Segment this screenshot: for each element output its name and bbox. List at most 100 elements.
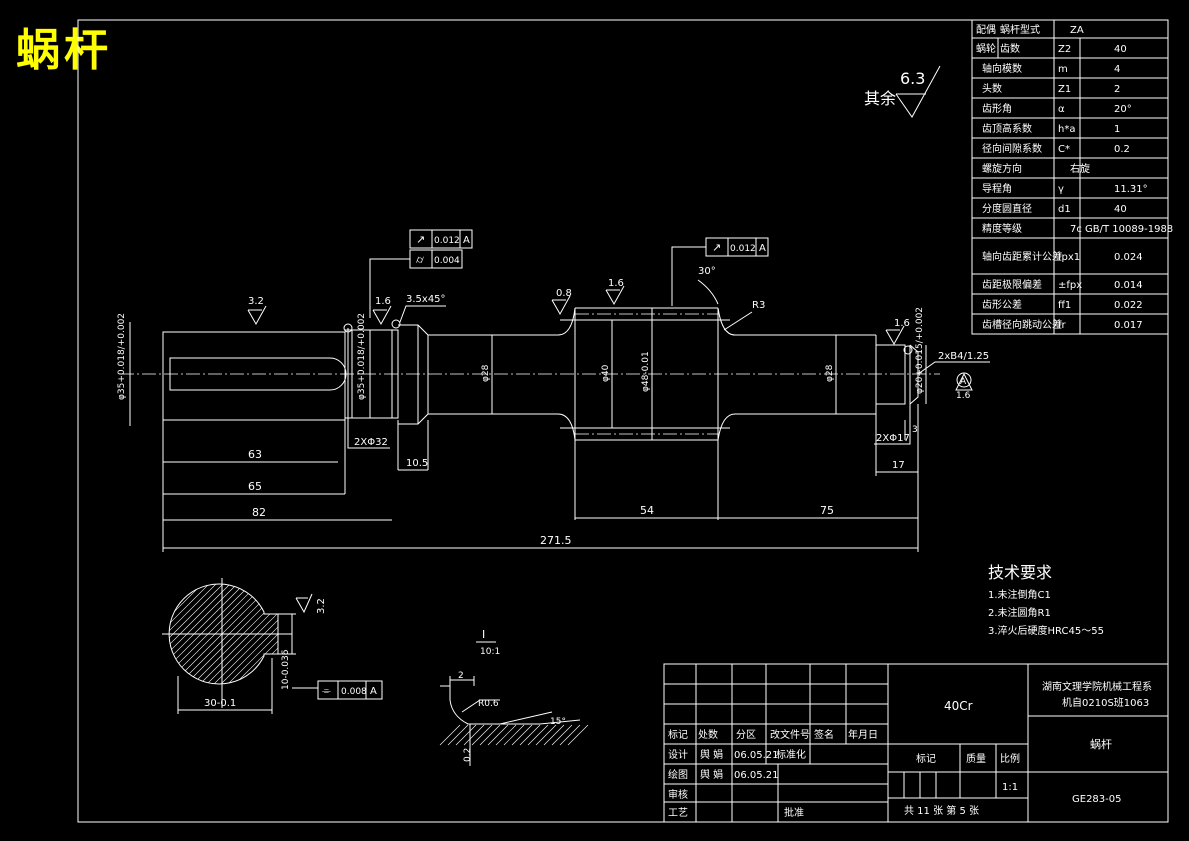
- ptable-cell-value: 0.022: [1114, 300, 1143, 311]
- svg-text:A: A: [960, 377, 967, 387]
- svg-text:2: 2: [458, 671, 464, 681]
- ptable-cell-label: 蜗杆型式: [1000, 23, 1040, 36]
- svg-text:审核: 审核: [668, 788, 688, 801]
- svg-text:A: A: [370, 686, 377, 697]
- svg-text:I: I: [482, 628, 485, 641]
- svg-text:设计: 设计: [668, 748, 688, 761]
- ptable-cell-symbol: d1: [1058, 204, 1071, 215]
- svg-text:1.6: 1.6: [608, 278, 624, 289]
- tolerance-frame-2: ⌭ 0.004: [369, 249, 463, 318]
- svg-text:1.6: 1.6: [894, 318, 910, 329]
- dimensions: φ35+0.018/+0.002 φ35+0.018/+0.002 φ28 φ4…: [117, 266, 990, 552]
- ptable-cell-label: 分度圆直径: [982, 202, 1032, 215]
- svg-text:2xB4/1.25: 2xB4/1.25: [938, 351, 989, 362]
- ptable-cell-a: 蜗轮: [976, 42, 996, 55]
- svg-text:30°: 30°: [698, 266, 716, 277]
- ptable-cell-label: 齿距极限偏差: [982, 278, 1042, 291]
- ptable-cell-symbol: Z1: [1058, 84, 1071, 95]
- ptable-cell-symbol: m: [1058, 64, 1068, 75]
- svg-text:0.004: 0.004: [434, 256, 460, 266]
- svg-text:2XΦ17: 2XΦ17: [876, 433, 910, 444]
- title-block: 40Cr 湖南文理学院机械工程系 机自0210S班1063 蜗杆 GE283-0…: [663, 663, 1169, 823]
- ptable-cell-symbol: h*a: [1058, 124, 1075, 135]
- ptable-cell-symbol: ff1: [1058, 300, 1071, 311]
- ptable-cell-label: 齿顶高系数: [982, 122, 1032, 135]
- svg-text:17: 17: [892, 460, 905, 471]
- svg-text:绘图: 绘图: [668, 768, 688, 781]
- ptable-cell-label: 齿数: [1000, 42, 1020, 55]
- ptable-cell-value: 11.31°: [1114, 184, 1148, 195]
- svg-text:3.5x45°: 3.5x45°: [406, 294, 446, 305]
- svg-text:0.2: 0.2: [463, 748, 473, 762]
- ptable-cell-value: 40: [1114, 44, 1127, 55]
- svg-text:↗: ↗: [712, 241, 721, 254]
- svg-text:A: A: [759, 243, 766, 254]
- drawing-title: 蜗杆: [16, 25, 112, 76]
- ptable-cell-value: 0.017: [1114, 320, 1143, 331]
- ptable-cell-value: ZA: [1070, 25, 1084, 36]
- ptable-cell-label: 轴向齿距累计公差: [982, 250, 1062, 263]
- svg-text:⌯: ⌯: [322, 684, 331, 697]
- tolerance-frame-1: ↗ 0.012 A: [409, 229, 473, 249]
- svg-text:φ28: φ28: [825, 364, 835, 382]
- svg-text:φ48-0.01: φ48-0.01: [641, 351, 651, 392]
- svg-text:10:1: 10:1: [480, 647, 500, 657]
- svg-text:30-0.1: 30-0.1: [204, 698, 236, 709]
- drawing-frame: [77, 19, 1169, 823]
- ptable-cell-value: 40: [1114, 204, 1127, 215]
- part-name: 蜗杆: [1090, 737, 1112, 751]
- svg-text:分区: 分区: [736, 729, 756, 741]
- svg-text:↗: ↗: [416, 233, 425, 246]
- ptable-cell-value: 0.014: [1114, 280, 1143, 291]
- svg-text:φ28: φ28: [481, 364, 491, 382]
- ptable-cell-label: 导程角: [982, 183, 1012, 195]
- roughness-rest-label: 其余: [864, 89, 896, 108]
- keyway: [169, 357, 347, 391]
- svg-text:0.008: 0.008: [341, 687, 367, 697]
- svg-text:R0.6: R0.6: [478, 699, 499, 709]
- svg-text:比例: 比例: [1000, 752, 1020, 765]
- ptable-cell-symbol: γ: [1058, 184, 1064, 195]
- svg-text:A: A: [463, 235, 470, 246]
- svg-text:R3: R3: [752, 300, 765, 311]
- ptable-cell-symbol: Z2: [1058, 44, 1071, 55]
- svg-text:65: 65: [248, 480, 262, 493]
- ptable-cell-label: 头数: [982, 82, 1002, 95]
- svg-text:舆 娟: 舆 娟: [700, 768, 723, 781]
- svg-text:82: 82: [252, 506, 266, 519]
- svg-text:φ40: φ40: [601, 364, 611, 382]
- ptable-cell-a: 配偶: [976, 23, 996, 36]
- ptable-cell-label: 齿形公差: [982, 298, 1022, 311]
- ptable-cell-label: 螺旋方向: [982, 162, 1022, 175]
- ptable-cell-value: 7c GB/T 10089-1988: [1070, 224, 1173, 235]
- svg-text:06.05.21: 06.05.21: [734, 750, 779, 761]
- svg-text:15°: 15°: [550, 717, 566, 727]
- svg-text:3: 3: [912, 425, 918, 435]
- ptable-cell-label: 轴向模数: [982, 62, 1022, 75]
- svg-text:06.05.21: 06.05.21: [734, 770, 779, 781]
- ptable-cell-label: 齿槽径向跳动公差: [982, 318, 1062, 331]
- ptable-cell-symbol: fpx1: [1058, 252, 1080, 263]
- tech-req-item-2: 2.未注圆角R1: [988, 606, 1051, 619]
- key-section-view: 10-0.036 30-0.1 3.2 ⌯ 0.008 A: [162, 578, 383, 714]
- ptable-cell-symbol: ±fpx: [1058, 280, 1082, 291]
- class-id: 机自0210S班1063: [1062, 696, 1149, 709]
- svg-text:批准: 批准: [784, 806, 804, 819]
- svg-text:舆 娟: 舆 娟: [700, 748, 723, 761]
- tech-req-title: 技术要求: [988, 563, 1052, 582]
- svg-text:工艺: 工艺: [668, 807, 688, 819]
- svg-text:签名: 签名: [814, 728, 834, 741]
- svg-text:改文件号: 改文件号: [770, 728, 810, 741]
- tech-req-item-3: 3.淬火后硬度HRC45～55: [988, 624, 1104, 637]
- svg-text:63: 63: [248, 448, 262, 461]
- ptable-cell-value: 4: [1114, 64, 1120, 75]
- svg-text:φ35+0.018/+0.002: φ35+0.018/+0.002: [357, 313, 367, 400]
- svg-text:标记: 标记: [916, 753, 936, 765]
- svg-text:处数: 处数: [698, 728, 718, 741]
- shaft-main-view: [120, 307, 940, 441]
- svg-text:1.6: 1.6: [956, 391, 971, 401]
- svg-text:质量: 质量: [966, 753, 986, 765]
- ptable-cell-symbol: fr: [1058, 320, 1067, 331]
- svg-text:10-0.036: 10-0.036: [281, 649, 291, 690]
- svg-text:0.012: 0.012: [434, 236, 460, 246]
